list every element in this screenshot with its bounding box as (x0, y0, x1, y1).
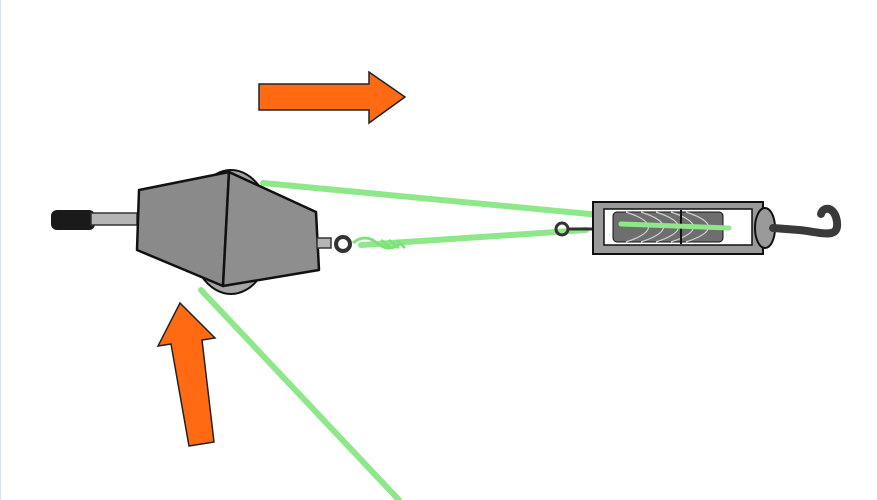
hook-shape (769, 204, 842, 238)
arrow-right-shape (258, 70, 407, 125)
arrow-up-shape (156, 301, 217, 447)
pulley-block-icon (554, 201, 776, 255)
arrow-right-icon (258, 70, 407, 125)
rope-over-sheave (618, 221, 732, 231)
winch-shaft (90, 212, 138, 226)
hook-icon (769, 204, 842, 238)
winch-eye-shaft (316, 237, 332, 249)
winch-body-left (135, 170, 231, 288)
winch-handle (51, 210, 95, 230)
hand-winch-icon (51, 169, 352, 295)
rope-knot (352, 236, 407, 250)
arrow-up-icon (156, 301, 217, 447)
rope-lower-segment (198, 287, 402, 500)
winch-body-right (221, 170, 321, 288)
winch-eye-ring (334, 235, 352, 253)
